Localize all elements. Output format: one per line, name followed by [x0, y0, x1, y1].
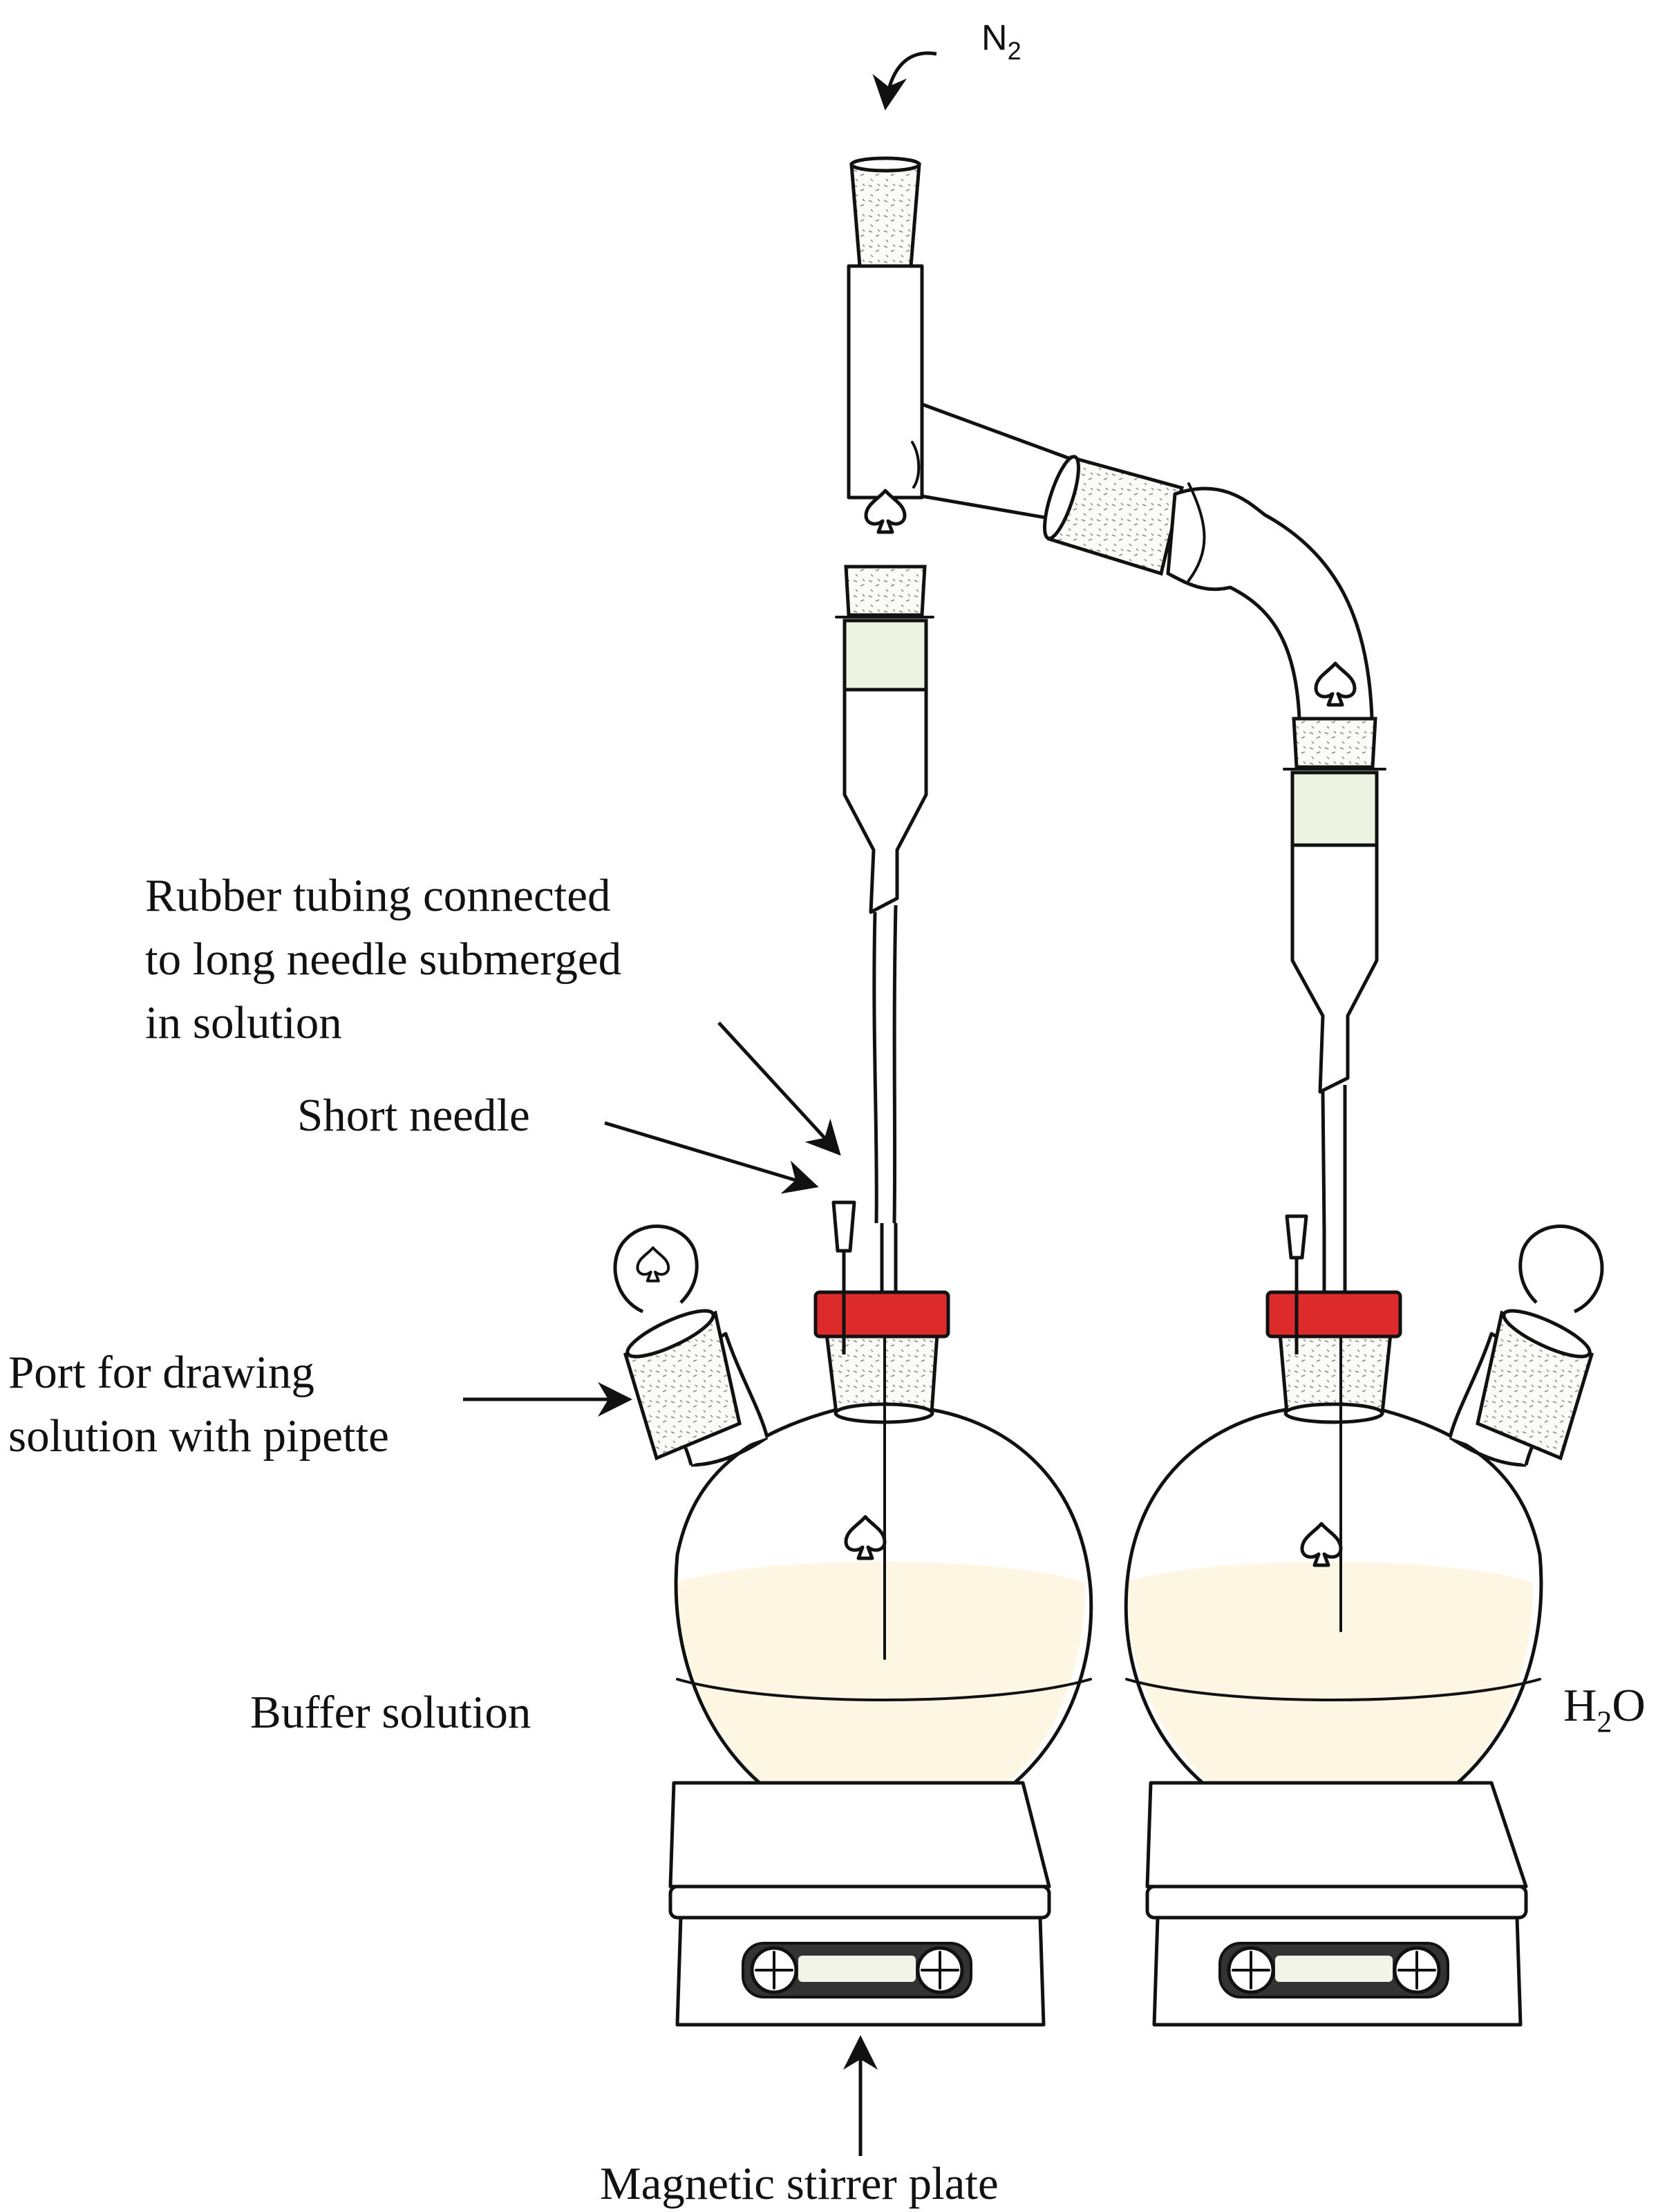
svg-text:Port for drawing: Port for drawing [8, 1347, 314, 1398]
top-joint [849, 162, 921, 268]
water-label: H2O [1563, 1680, 1646, 1739]
port-label: Port for drawing solution with pipette [8, 1347, 389, 1462]
svg-text:in solution: in solution [145, 997, 342, 1048]
svg-text:Rubber tubing connected: Rubber tubing connected [145, 870, 611, 921]
svg-text:to long needle submerged: to long needle submerged [145, 934, 621, 985]
n2-inlet: N2 [872, 18, 1021, 111]
right-stirrer-plate [1145, 1781, 1528, 2027]
spade-icon [846, 1517, 885, 1558]
left-flask [613, 1200, 1093, 1833]
buffer-solution-label: Buffer solution [250, 1687, 531, 1738]
left-side-port [613, 1225, 769, 1466]
short-needle-arrow [604, 1121, 819, 1194]
right-short-needle [1285, 1214, 1308, 1354]
rubber-tubing-label: Rubber tubing connected to long needle s… [145, 870, 621, 1048]
n2-label: N2 [981, 18, 1021, 65]
left-gas-adapter [835, 156, 1080, 1224]
left-short-needle [831, 1200, 856, 1354]
spade-icon [1302, 1524, 1341, 1565]
right-side-port [1448, 1225, 1604, 1466]
svg-text:solution with pipette: solution with pipette [8, 1410, 389, 1462]
right-septum [1265, 1290, 1402, 1339]
short-needle-label: Short needle [297, 1090, 530, 1141]
buffer-liquid [677, 1562, 1085, 1831]
right-flask [1124, 1214, 1604, 1833]
side-arm-joint [1043, 455, 1184, 576]
water-liquid [1125, 1562, 1533, 1831]
stirrer-label: Magnetic stirrer plate [600, 2158, 999, 2209]
left-stirrer-plate [668, 1781, 1051, 2027]
left-septum [813, 1290, 950, 1339]
right-gas-adapter [1166, 482, 1386, 1231]
rubber-tubing-arrow [717, 1021, 841, 1156]
